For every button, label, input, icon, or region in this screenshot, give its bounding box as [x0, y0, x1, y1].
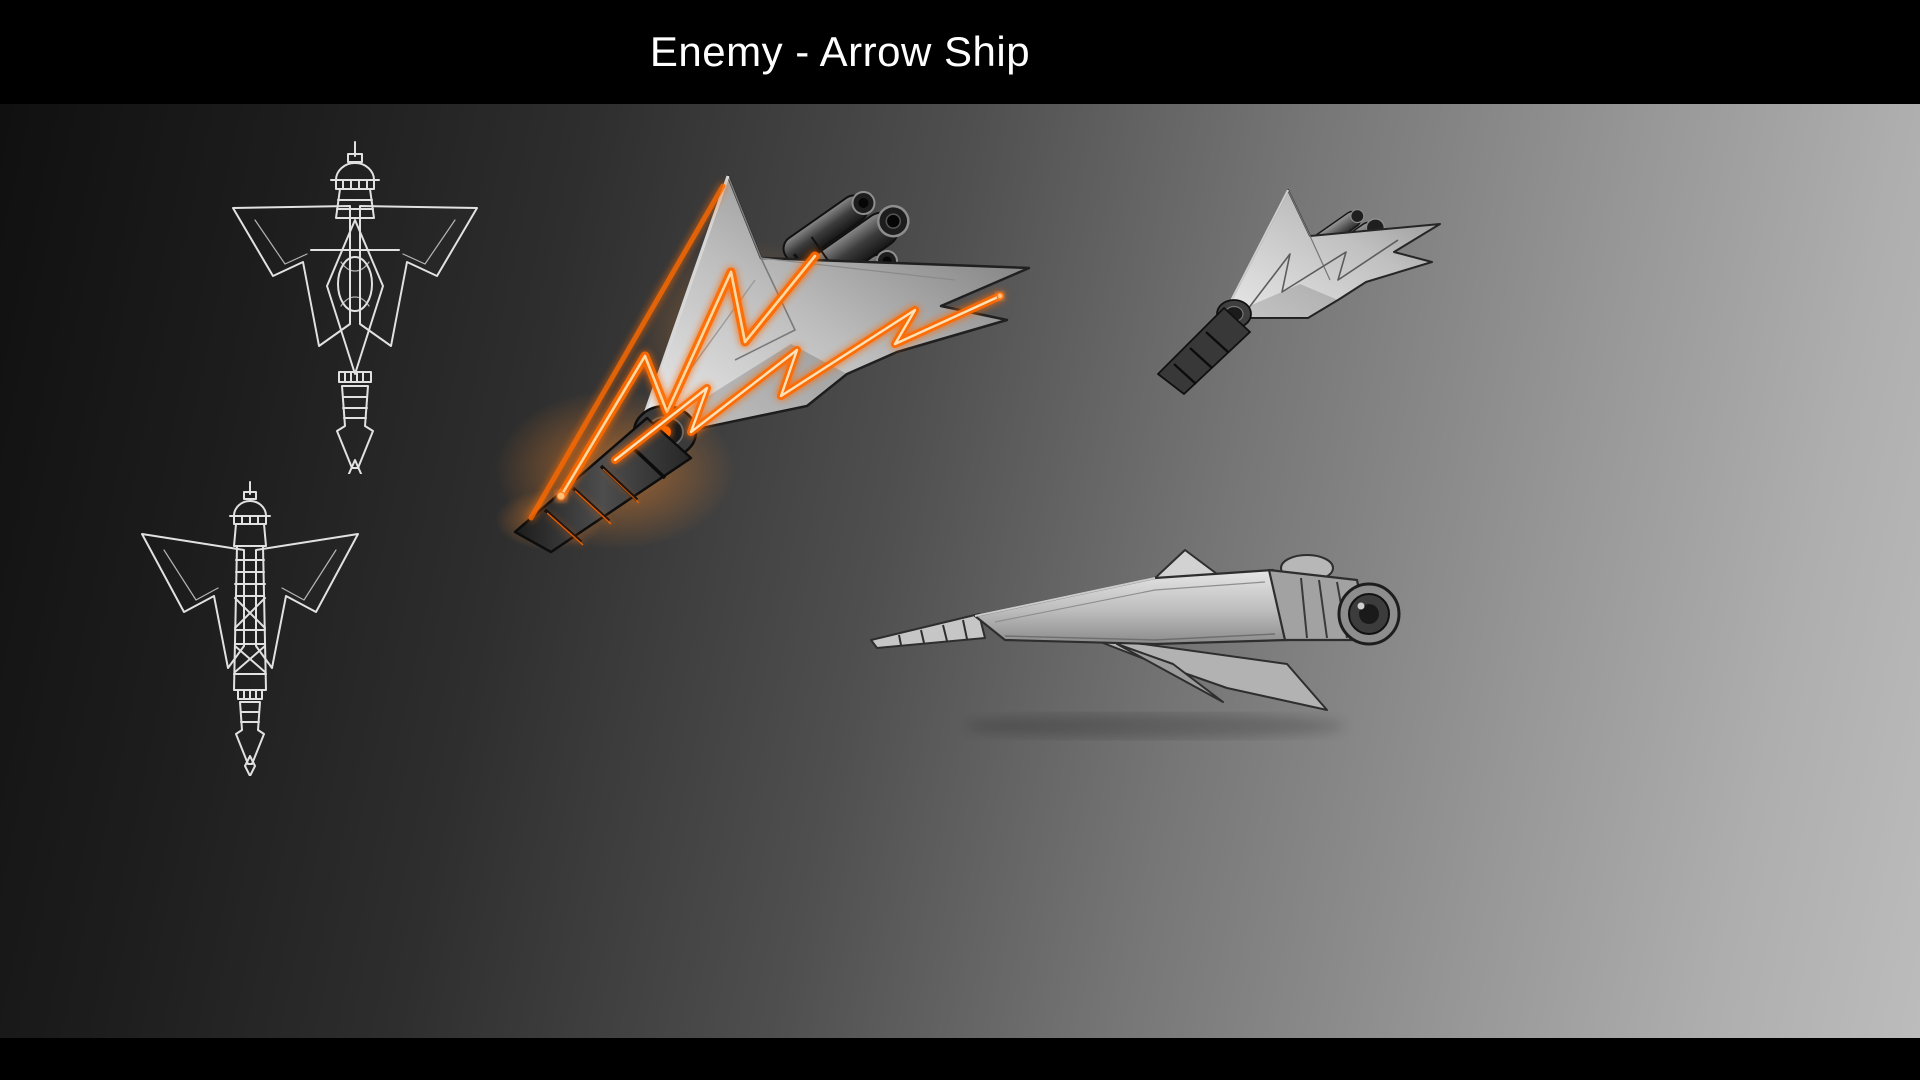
hero-ship-render	[495, 160, 1055, 580]
side-view-svg	[870, 549, 1401, 738]
hero-ship-svg	[495, 174, 1031, 554]
footer-bar	[0, 1038, 1920, 1080]
energy-bolts	[528, 183, 1004, 521]
side-view-render	[855, 512, 1415, 752]
sheet-title: Enemy - Arrow Ship	[649, 28, 1031, 75]
header-bar: Enemy - Arrow Ship	[0, 0, 1920, 104]
rear-quarter-render	[1140, 176, 1460, 406]
front-view-sketch-svg	[232, 141, 478, 474]
quarter-blade	[1221, 189, 1441, 323]
front-view-sketch	[215, 134, 495, 474]
front-sketch-lines	[232, 141, 478, 474]
top-view-sketch-svg	[141, 481, 359, 776]
top-sketch-lines	[141, 481, 359, 776]
artboard	[0, 104, 1920, 1038]
top-view-sketch	[130, 476, 370, 776]
side-ship	[870, 549, 1401, 711]
rear-quarter-svg	[1157, 189, 1441, 395]
ship-shadow	[965, 714, 1345, 738]
quarter-drill-nose	[1157, 299, 1252, 395]
